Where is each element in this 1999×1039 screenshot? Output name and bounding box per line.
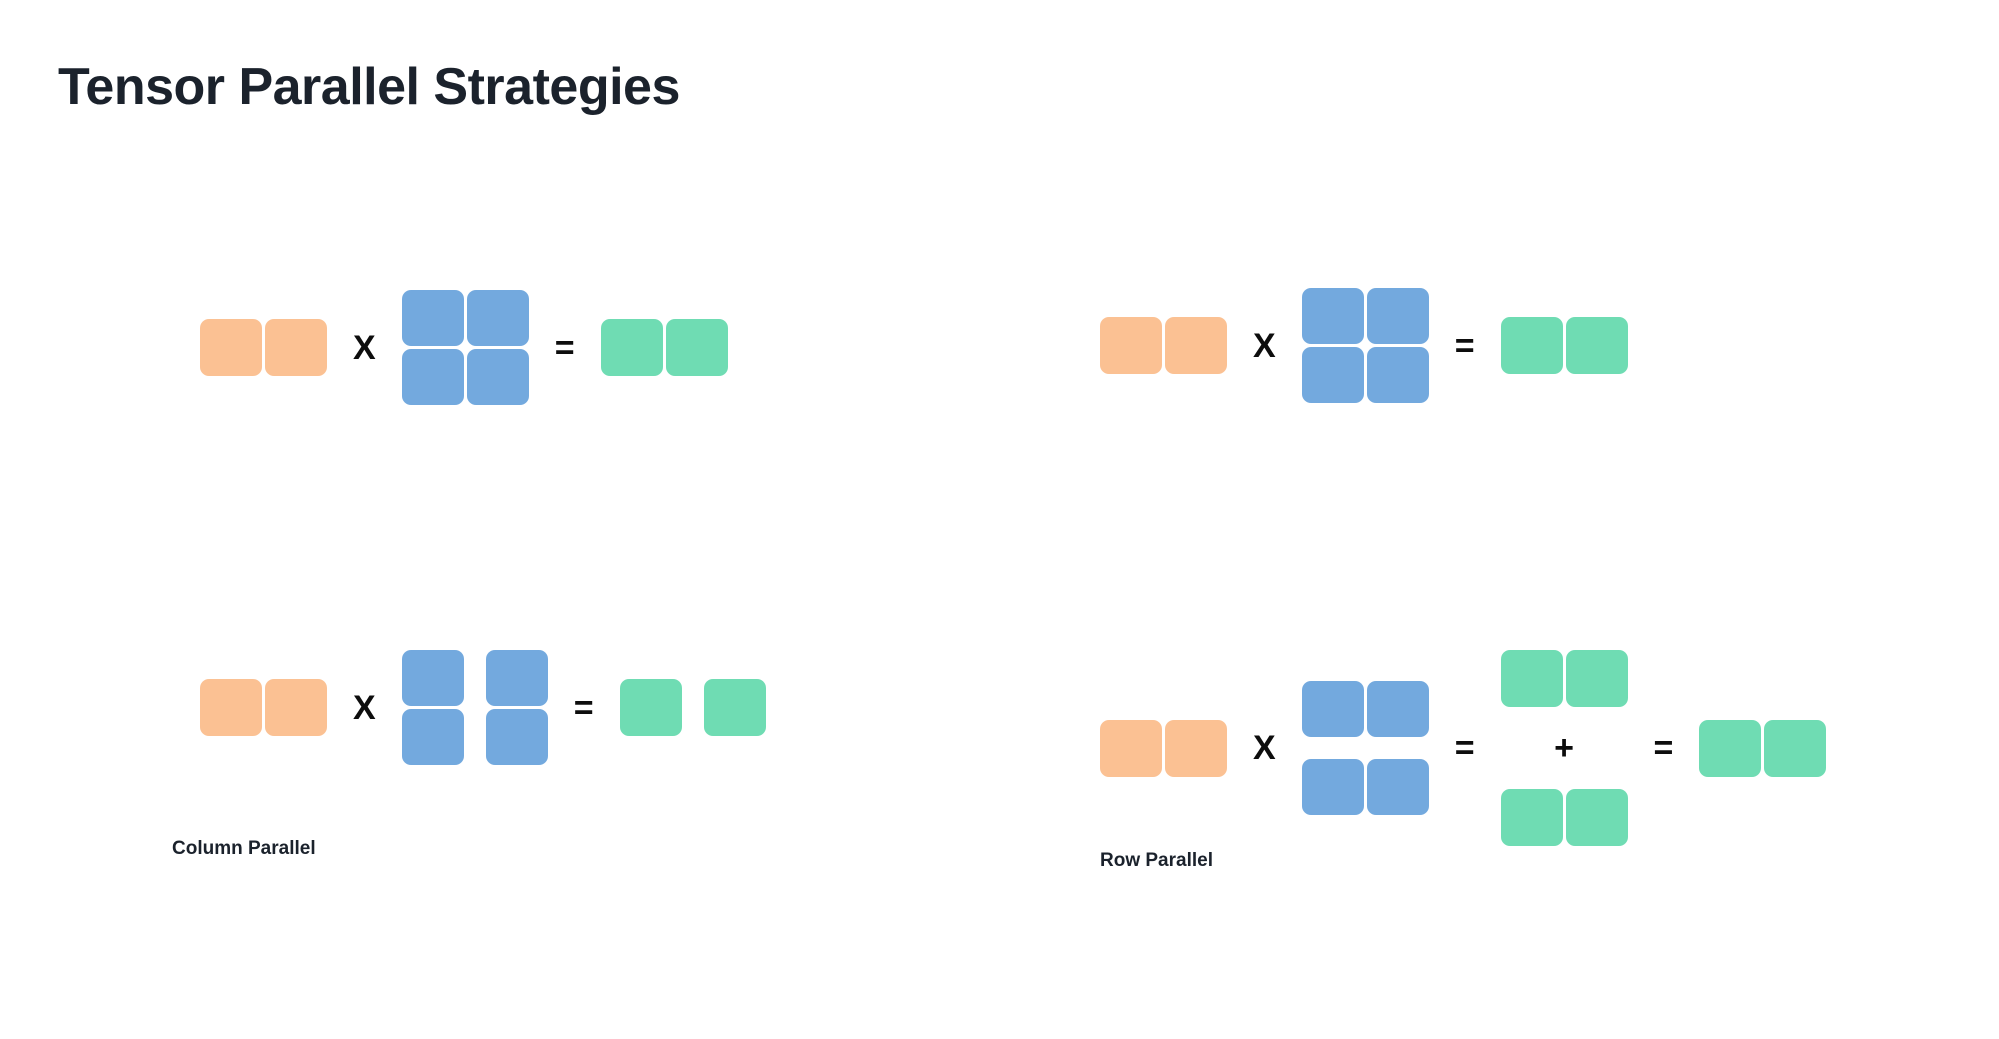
matrix-row [1500,650,1628,707]
matrix-cell [401,650,464,706]
input-matrix-orange [200,679,327,736]
equation-row: X = + [1100,650,1827,846]
partial-output-b-green [1500,789,1628,846]
matrix-cell [1500,789,1563,846]
equals-operator-final: = [1653,729,1674,767]
matrix-cell [1301,681,1364,737]
matrix-cell [1165,719,1227,777]
diagram-top-right-unsharded: X = [1100,288,1628,403]
matrix-cell [1301,347,1364,403]
matrix-cell [265,679,327,736]
matrix-cell [401,290,464,346]
output-matrix-green [600,319,728,376]
multiply-operator: X [1253,729,1276,767]
weight-matrix-blue [401,290,529,405]
matrix-cell [1500,650,1563,707]
matrix-cell [1500,317,1563,374]
weight-matrix-blue-row-split [1301,681,1429,815]
matrix-cell [1565,650,1628,707]
matrix-cell [1301,288,1364,344]
caption-row-parallel: Row Parallel [1100,850,1213,871]
diagram-bottom-left-column-parallel: X = [200,650,766,765]
matrix-row [1100,317,1227,374]
weight-matrix-blue [1301,288,1429,403]
matrix-row [1301,759,1429,815]
matrix-cell [485,709,548,765]
matrix-cell [1366,681,1429,737]
partial-output-a-green [1500,650,1628,707]
matrix-row [1699,719,1827,777]
matrix-row [401,349,529,405]
matrix-cell [1366,288,1429,344]
matrix-row [1301,288,1429,344]
caption-column-parallel: Column Parallel [172,838,316,859]
output-matrix-green-final [1699,719,1827,777]
matrix-cell [1565,317,1628,374]
matrix-cell [200,679,262,736]
matrix-cell [1100,317,1162,374]
equals-operator: = [573,688,594,727]
equals-operator: = [1454,326,1475,365]
matrix-cell [1100,719,1162,777]
multiply-operator: X [353,688,376,727]
input-matrix-orange [200,319,327,376]
equals-operator: = [554,328,575,367]
equation-row: X = [1100,288,1628,403]
matrix-cell [265,319,327,376]
matrix-cell [1699,719,1762,777]
multiply-operator: X [353,328,376,367]
diagram-bottom-right-row-parallel: X = + [1100,650,1827,846]
matrix-cell [200,319,262,376]
matrix-row [200,319,327,376]
matrix-row [401,290,529,346]
matrix-cell [1165,317,1227,374]
matrix-cell [600,319,663,376]
equals-operator: = [1454,729,1475,767]
page-title: Tensor Parallel Strategies [58,58,680,116]
matrix-cell [1301,759,1364,815]
matrix-cell [1764,719,1827,777]
matrix-row [1100,719,1227,777]
multiply-operator: X [1253,326,1276,365]
output-matrix-green-column-split [619,679,766,736]
output-matrix-green [1500,317,1628,374]
input-matrix-orange-column-split [1100,719,1227,777]
matrix-row [1500,789,1628,846]
matrix-cell [485,650,548,706]
matrix-row [1301,681,1429,737]
matrix-cell [665,319,728,376]
weight-matrix-blue-column-split [401,650,548,765]
equation-row: X = [200,650,766,765]
matrix-cell [401,709,464,765]
equation-row: X = [200,290,728,405]
matrix-cell [466,349,529,405]
matrix-cell [703,679,766,736]
matrix-cell [619,679,682,736]
input-matrix-orange [1100,317,1227,374]
matrix-row [200,679,327,736]
matrix-row [401,650,548,706]
matrix-cell [1366,347,1429,403]
matrix-cell [1366,759,1429,815]
plus-operator: + [1554,729,1574,767]
partial-sum-stack: + [1500,650,1628,846]
matrix-cell [466,290,529,346]
matrix-row [1301,347,1429,403]
matrix-row [600,319,728,376]
matrix-cell [401,349,464,405]
matrix-cell [1565,789,1628,846]
matrix-row [619,679,766,736]
matrix-row [1500,317,1628,374]
diagram-top-left-unsharded: X = [200,290,728,405]
matrix-row [401,709,548,765]
